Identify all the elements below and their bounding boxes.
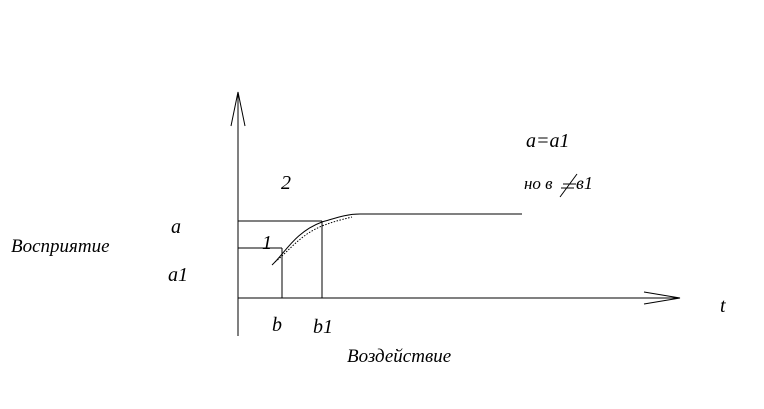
y-axis-arrow [230, 91, 246, 127]
y-axis-label: Восприятие [11, 236, 110, 257]
point-b1-label: b1 [313, 316, 333, 338]
not-equal-sign [559, 173, 578, 198]
note-line-1: a=a1 [526, 130, 570, 152]
level-a-label: a [171, 216, 181, 238]
x-axis-label: Воздействие [347, 346, 451, 367]
curve-2 [271, 213, 522, 266]
x-axis-arrow [643, 291, 681, 305]
level-a1-label: a1 [168, 264, 188, 286]
note-line-2-prefix: но в [524, 174, 553, 193]
curve-1 [274, 216, 353, 263]
curve-1-label: 1 [262, 232, 272, 254]
note-line-2-suffix: в1 [576, 173, 593, 193]
curve-2-label: 2 [281, 172, 291, 194]
t-label: t [720, 295, 726, 317]
point-b-label: b [272, 314, 282, 336]
